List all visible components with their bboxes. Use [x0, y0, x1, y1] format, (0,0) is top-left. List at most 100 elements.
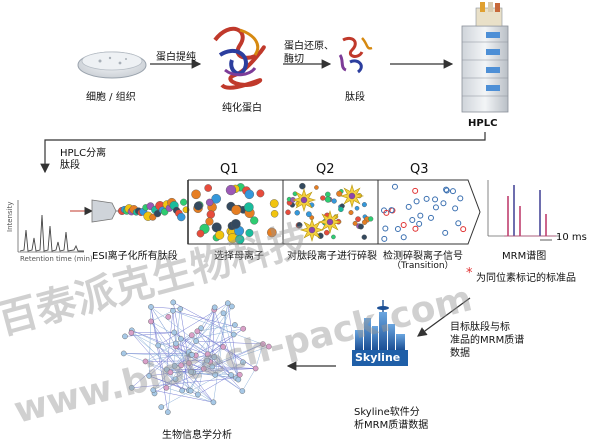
legend-text: 为同位素标记的标准品: [476, 273, 576, 284]
q1-particle: [204, 184, 212, 192]
step-peptide-label: 肽段: [345, 92, 365, 103]
q1-particle: [196, 229, 205, 238]
network-edge: [167, 308, 181, 413]
network-edge: [174, 353, 189, 367]
network-edge: [206, 306, 233, 361]
network-node: [189, 352, 195, 358]
q3-fragment-ring: [400, 234, 407, 241]
q1-particle: [206, 210, 215, 219]
network-node: [165, 314, 172, 320]
q3-fragment-ring: [423, 195, 430, 202]
q2-fragment: [361, 219, 368, 225]
q2-fragment: [314, 185, 319, 190]
q3-fragment-ring: [391, 183, 398, 190]
q3-fragment-ring: [412, 187, 419, 194]
q3-fragment-ring: [460, 226, 467, 233]
q3-fragment-ring: [405, 203, 412, 210]
q2-fragment: [331, 198, 337, 204]
q3-fragment-ring: [442, 229, 449, 236]
q3-fragment-ring: [455, 220, 462, 227]
network-edge: [197, 374, 232, 395]
network-edge: [242, 368, 256, 392]
network-node: [212, 371, 218, 378]
ion-particle: [149, 213, 157, 221]
fragmenting-ion: [326, 218, 334, 226]
skyline-caption-2: 析MRM质谱数据: [354, 420, 429, 431]
step-cells-label: 细胞 / 组织: [86, 92, 136, 103]
network-edge: [131, 330, 199, 395]
network-edge: [196, 340, 263, 345]
network-node: [163, 366, 170, 373]
network-edge: [173, 302, 234, 335]
network-edge: [150, 306, 194, 373]
mrm-spectrum-plot: [487, 180, 560, 241]
protein-structure-icon: [213, 26, 266, 90]
network-edge: [131, 377, 237, 389]
q3-title: Q3: [410, 162, 429, 177]
network-node: [260, 341, 266, 347]
q2-fragment: [361, 202, 367, 208]
mrm-data-label-3: 数据: [450, 348, 470, 359]
network-node: [163, 384, 170, 391]
fragmenting-ion: [300, 196, 308, 204]
network-edge: [153, 389, 214, 403]
network-node: [120, 350, 127, 357]
network-node: [148, 318, 154, 325]
network-edge: [172, 310, 177, 344]
q1-particle: [270, 210, 279, 218]
network-node: [171, 329, 178, 336]
network-edge: [172, 310, 269, 347]
network-edge: [213, 303, 229, 403]
q1-particle: [205, 217, 214, 226]
bioinformatics-network: [120, 299, 272, 415]
q1-particle: [256, 189, 265, 198]
network-edge: [223, 346, 256, 369]
quadrupole-particles: [191, 182, 467, 245]
network-node: [148, 304, 154, 310]
q1-particle: [235, 234, 245, 245]
network-node: [198, 325, 204, 331]
chromatogram-xlabel: Retention time (min): [20, 255, 93, 263]
network-edge: [227, 303, 239, 380]
arrow-purify-label: 蛋白提纯: [156, 52, 196, 63]
q1-particle: [231, 204, 242, 215]
network-edge: [170, 372, 240, 376]
q1-particle: [243, 202, 254, 212]
network-node: [158, 404, 165, 410]
network-edge: [191, 334, 243, 392]
network-edge: [145, 360, 208, 362]
network-edge: [149, 368, 204, 377]
q1-particle: [244, 189, 255, 200]
arrow-digest-label-1: 蛋白还原、: [284, 41, 334, 52]
network-node: [172, 376, 179, 383]
hplc-separation-label-2: 肽段: [60, 160, 80, 171]
network-node: [128, 384, 135, 391]
q3-fragment-ring: [394, 225, 401, 232]
network-edge: [188, 360, 208, 391]
network-node: [150, 387, 157, 393]
network-node: [210, 399, 217, 406]
network-node: [265, 343, 272, 350]
network-edge: [124, 332, 175, 337]
legend-star-icon: *: [466, 266, 473, 281]
q3-fragment-ring: [413, 198, 420, 205]
network-node: [173, 340, 179, 347]
network-node: [187, 387, 194, 394]
network-node: [178, 362, 184, 369]
q2-fragment: [299, 182, 306, 190]
network-node: [179, 387, 185, 394]
q1-particle: [193, 201, 203, 211]
arrow-hplc-separation: [40, 132, 486, 174]
step-protein-label: 纯化蛋白: [222, 103, 262, 114]
q3-fragment-ring: [409, 217, 416, 224]
network-node: [230, 331, 237, 338]
network-edge: [131, 332, 190, 364]
network-node: [209, 363, 216, 370]
q2-fragment: [358, 223, 364, 230]
q3-caption-2: （Transition）: [392, 261, 454, 271]
network-edge: [150, 306, 181, 310]
network-node: [229, 303, 235, 310]
q1-particle: [215, 230, 225, 240]
network-node: [252, 365, 259, 372]
network-edge: [150, 310, 174, 322]
